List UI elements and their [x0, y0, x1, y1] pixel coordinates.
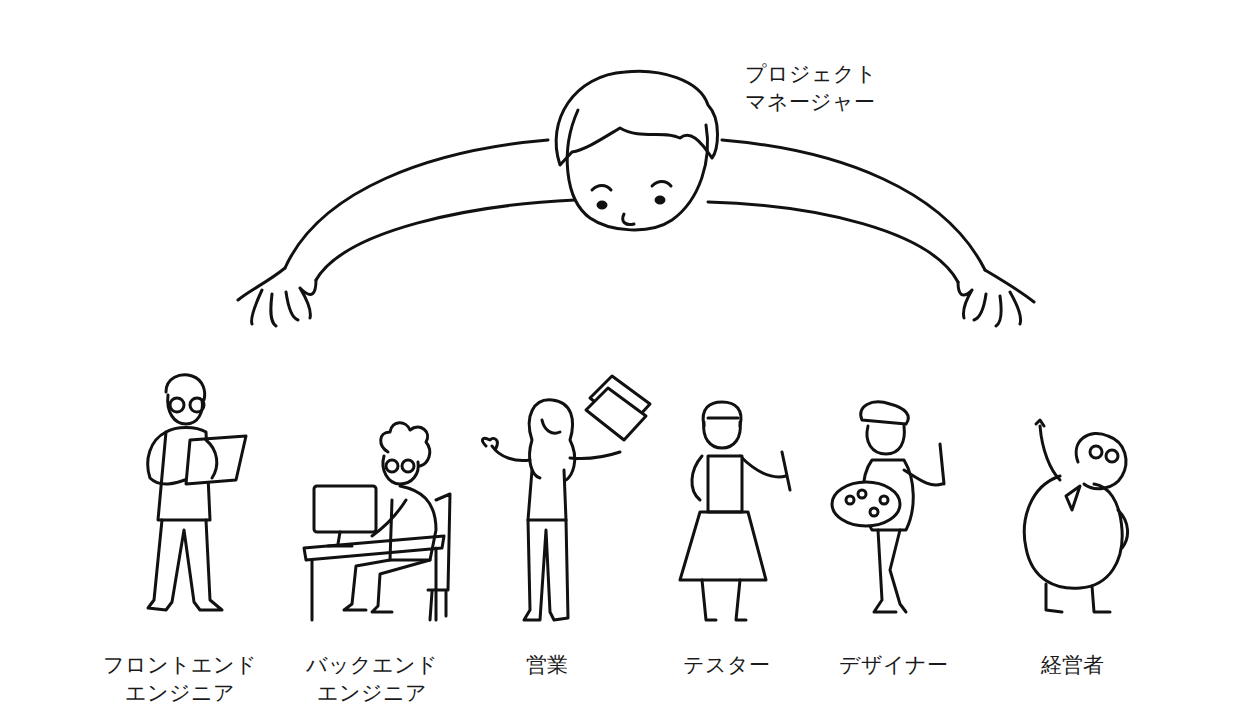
tester-figure-stroke: [692, 456, 702, 500]
frontend-engineer-figure-stroke: [186, 436, 246, 484]
backend-engineer-figure: [304, 423, 450, 620]
designer-figure: [832, 402, 944, 612]
manager-figure-stroke: [592, 186, 611, 191]
tester-figure-stroke: [782, 452, 790, 490]
manager-figure-stroke: [556, 71, 717, 165]
manager-figure-stroke: [708, 202, 958, 282]
sales-figure-stroke: [586, 388, 646, 440]
manager-figure-stroke: [316, 200, 575, 280]
ceo-figure-stroke: [1036, 420, 1060, 480]
manager-figure-stroke: [567, 110, 707, 230]
frontend-engineer-figure-stroke: [190, 398, 204, 412]
frontend-engineer-figure-stroke: [170, 398, 184, 412]
designer-figure-stroke: [861, 402, 909, 424]
designer-figure-stroke: [846, 496, 854, 504]
manager-figure: [238, 71, 1034, 326]
manager-figure-stroke: [238, 268, 316, 326]
role-label: テスター: [683, 651, 770, 679]
tester-figure-stroke: [708, 456, 742, 512]
designer-figure-stroke: [867, 426, 904, 454]
designer-figure-stroke: [940, 444, 944, 484]
designer-figure-stroke: [870, 508, 878, 516]
manager-figure-stroke: [285, 140, 548, 268]
tester-figure-stroke: [740, 456, 786, 477]
sales-figure: [483, 376, 650, 620]
tester-figure: [680, 402, 790, 620]
role-title: プロジェクト マネージャー: [745, 60, 877, 116]
frontend-engineer-figure-stroke: [166, 375, 205, 400]
sales-figure-stroke: [542, 420, 560, 433]
sales-figure-stroke: [524, 520, 568, 620]
ceo-figure-stroke: [1106, 450, 1118, 462]
manager-figure-stroke: [656, 197, 664, 203]
sales-figure-stroke: [483, 438, 530, 460]
backend-engineer-figure-stroke: [383, 456, 418, 484]
ceo-figure-stroke: [1076, 434, 1126, 489]
role-label: 営業: [526, 651, 568, 679]
ceo-figure-stroke: [1066, 486, 1080, 510]
tester-figure-stroke: [708, 417, 738, 420]
ceo-figure-stroke: [1046, 584, 1110, 612]
designer-figure-stroke: [832, 482, 900, 526]
ceo-figure-stroke: [1090, 446, 1102, 458]
frontend-engineer-figure-stroke: [206, 440, 217, 478]
designer-figure-stroke: [858, 490, 866, 498]
backend-engineer-figure-stroke: [372, 500, 406, 536]
backend-engineer-figure-stroke: [314, 486, 376, 532]
tester-figure-stroke: [703, 402, 741, 426]
backend-engineer-figure-stroke: [402, 460, 414, 472]
manager-figure-stroke: [623, 214, 634, 225]
backend-engineer-figure-stroke: [304, 536, 444, 560]
ceo-figure-stroke: [1118, 510, 1128, 548]
backend-engineer-figure-stroke: [428, 494, 450, 620]
role-label: フロントエンド エンジニア: [103, 651, 257, 707]
manager-figure-stroke: [652, 182, 671, 187]
designer-figure-stroke: [874, 530, 906, 612]
tester-figure-stroke: [702, 580, 746, 620]
frontend-engineer-figure: [148, 375, 246, 610]
tester-figure-stroke: [680, 512, 766, 580]
role-label: デザイナー: [839, 651, 948, 679]
ceo-figure: [1024, 420, 1127, 612]
designer-figure-stroke: [880, 496, 888, 504]
frontend-engineer-figure-stroke: [148, 520, 222, 610]
sales-figure-stroke: [528, 470, 566, 520]
backend-engineer-figure-stroke: [390, 486, 436, 560]
manager-figure-stroke: [598, 202, 606, 208]
role-label: 経営者: [1041, 651, 1104, 679]
role-label: バックエンド エンジニア: [306, 651, 438, 707]
tester-figure-stroke: [704, 422, 741, 448]
sales-figure-stroke: [570, 452, 620, 459]
backend-engineer-figure-stroke: [344, 560, 430, 612]
backend-engineer-figure-stroke: [386, 460, 398, 472]
designer-figure-stroke: [904, 470, 942, 485]
sales-figure-stroke: [529, 400, 575, 480]
frontend-engineer-figure-stroke: [148, 432, 190, 484]
ceo-figure-stroke: [1024, 476, 1122, 588]
manager-figure-stroke: [958, 270, 1034, 326]
